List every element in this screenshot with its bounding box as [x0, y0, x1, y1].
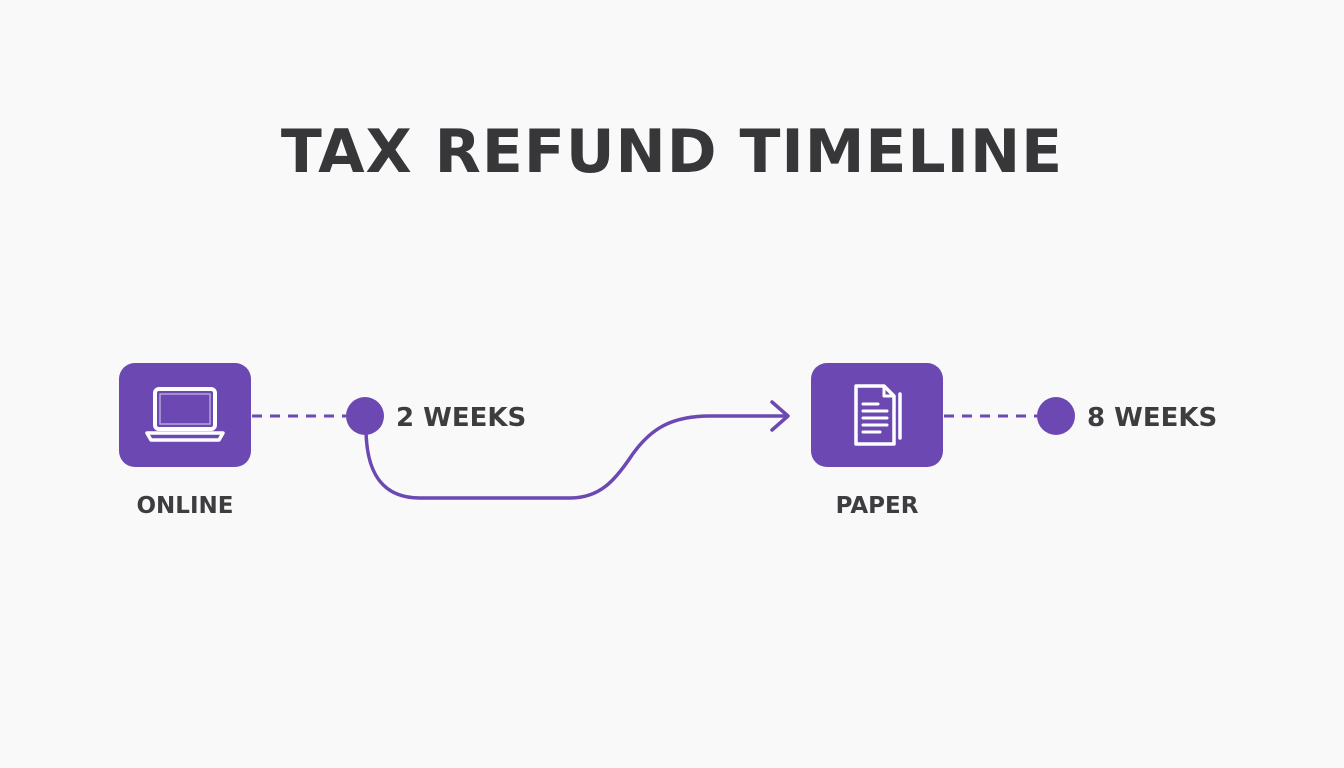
laptop-icon: [143, 383, 227, 447]
online-icon-box: [119, 363, 251, 467]
flow-arrow: [364, 414, 788, 500]
document-icon: [842, 380, 912, 450]
online-label: ONLINE: [136, 493, 234, 519]
online-milestone-dot: [346, 397, 384, 435]
online-duration-label: 2 WEEKS: [396, 403, 527, 433]
paper-duration-label: 8 WEEKS: [1087, 403, 1218, 433]
arrowhead-icon: [770, 400, 790, 432]
paper-milestone-dot: [1037, 397, 1075, 435]
paper-icon-box: [811, 363, 943, 467]
page-title: TAX REFUND TIMELINE: [280, 117, 1064, 187]
paper-label: PAPER: [835, 493, 919, 519]
